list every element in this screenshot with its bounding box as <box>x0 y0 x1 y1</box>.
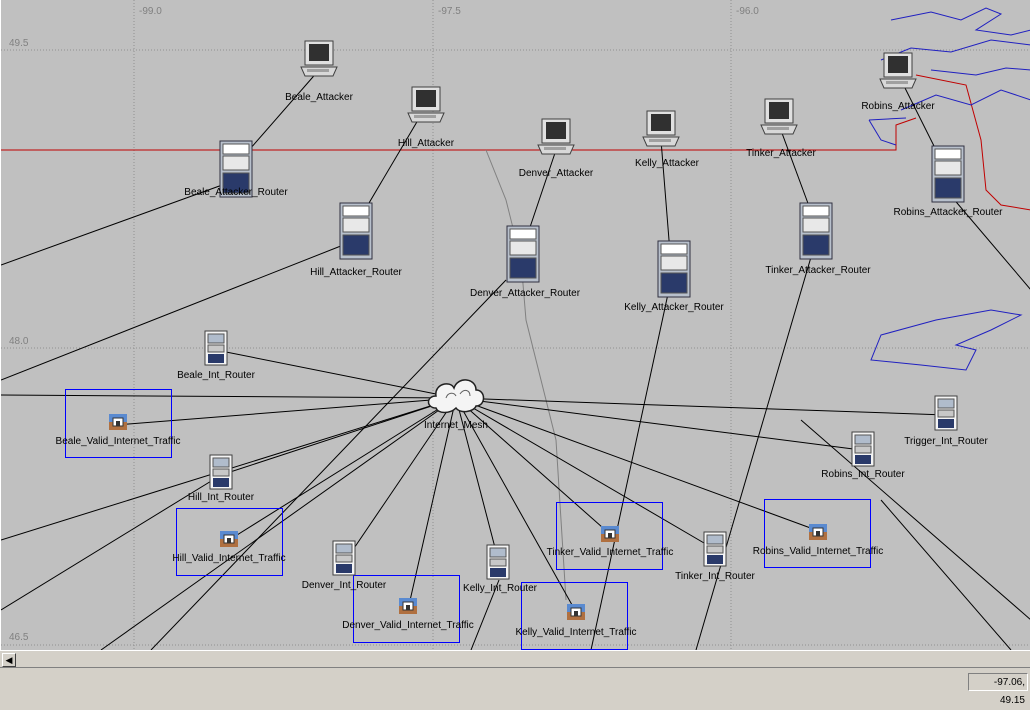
router-icon <box>486 544 510 580</box>
horizontal-scrollbar[interactable]: ◀ <box>0 650 1030 667</box>
node-label: Trigger_Int_Router <box>904 436 988 447</box>
workstation-icon <box>300 40 338 77</box>
node-label: Robins_Attacker_Router <box>893 207 1003 218</box>
router-rack-icon <box>506 225 540 283</box>
node-label: Hill_Valid_Internet_Traffic <box>172 553 286 564</box>
node-label: Tinker_Attacker <box>746 148 816 159</box>
scroll-left-button[interactable]: ◀ <box>2 653 16 667</box>
node-label: Kelly_Valid_Internet_Traffic <box>515 627 637 638</box>
node-label: Hill_Attacker_Router <box>310 267 402 278</box>
node-label: Tinker_Int_Router <box>675 571 755 582</box>
selection-box-tinker-traffic <box>556 502 663 570</box>
workstation-icon <box>537 118 575 155</box>
node-label: Denver_Int_Router <box>301 580 387 591</box>
traffic-source-icon <box>601 526 619 542</box>
router-icon <box>332 540 356 576</box>
node-label: Internet_Mesh <box>424 420 488 431</box>
router-icon <box>703 531 727 567</box>
selection-box-kelly-traffic <box>521 582 628 650</box>
traffic-source-icon <box>109 414 127 430</box>
node-label: Tinker_Valid_Internet_Traffic <box>546 547 674 558</box>
lat-label-2: 48.0 <box>9 336 29 347</box>
node-label: Beale_Int_Router <box>177 370 255 381</box>
node-label: Denver_Valid_Internet_Traffic <box>342 620 474 631</box>
node-label: Robins_Attacker <box>861 101 935 112</box>
workstation-icon <box>879 52 917 89</box>
workstation-icon <box>760 98 798 135</box>
router-icon <box>209 454 233 490</box>
node-label: Robins_Valid_Internet_Traffic <box>752 546 884 557</box>
status-bar: -97.06, 49.15 <box>0 667 1030 706</box>
router-rack-icon <box>339 202 373 260</box>
router-icon <box>934 395 958 431</box>
workstation-icon <box>642 110 680 147</box>
node-label: Kelly_Int_Router <box>463 583 537 594</box>
node-label: Kelly_Attacker <box>635 158 699 169</box>
traffic-source-icon <box>399 598 417 614</box>
selection-box-hill-traffic <box>176 508 283 576</box>
node-label: Hill_Attacker <box>397 138 455 149</box>
lon-label-1: -99.0 <box>139 6 162 17</box>
traffic-source-icon <box>220 531 238 547</box>
lon-label-2: -97.5 <box>438 6 461 17</box>
router-rack-icon <box>799 202 833 260</box>
lat-label-3: 46.5 <box>9 632 29 643</box>
lat-label-1: 49.5 <box>9 38 29 49</box>
node-label: Denver_Attacker_Router <box>469 288 581 299</box>
node-label: Tinker_Attacker_Router <box>765 265 871 276</box>
selection-box-denver-traffic <box>353 575 460 643</box>
router-icon <box>851 431 875 467</box>
map-svg <box>1 0 1030 650</box>
selection-box-robins-traffic <box>764 499 871 568</box>
node-label: Robins_Int_Router <box>821 469 905 480</box>
network-map-canvas[interactable]: -99.0 -97.5 -96.0 49.5 48.0 46.5 Beale_A… <box>0 0 1030 650</box>
node-label: Hill_Int_Router <box>187 492 255 503</box>
cursor-coordinates: -97.06, 49.15 <box>968 673 1028 706</box>
node-label: Kelly_Attacker_Router <box>624 302 724 313</box>
router-rack-icon <box>931 145 965 203</box>
node-label: Beale_Attacker_Router <box>184 187 288 198</box>
router-icon <box>204 330 228 366</box>
cloud-icon <box>427 379 485 414</box>
traffic-source-icon <box>567 604 585 620</box>
lon-label-3: -96.0 <box>736 6 759 17</box>
router-rack-icon <box>657 240 691 298</box>
selection-box-beale-traffic <box>65 389 172 458</box>
traffic-source-icon <box>809 524 827 540</box>
node-label: Beale_Valid_Internet_Traffic <box>55 436 181 447</box>
node-label: Beale_Attacker <box>285 92 353 103</box>
node-label: Denver_Attacker <box>518 168 594 179</box>
router-rack-icon <box>219 140 253 198</box>
workstation-icon <box>407 86 445 123</box>
geo-boundaries <box>1 7 1030 601</box>
